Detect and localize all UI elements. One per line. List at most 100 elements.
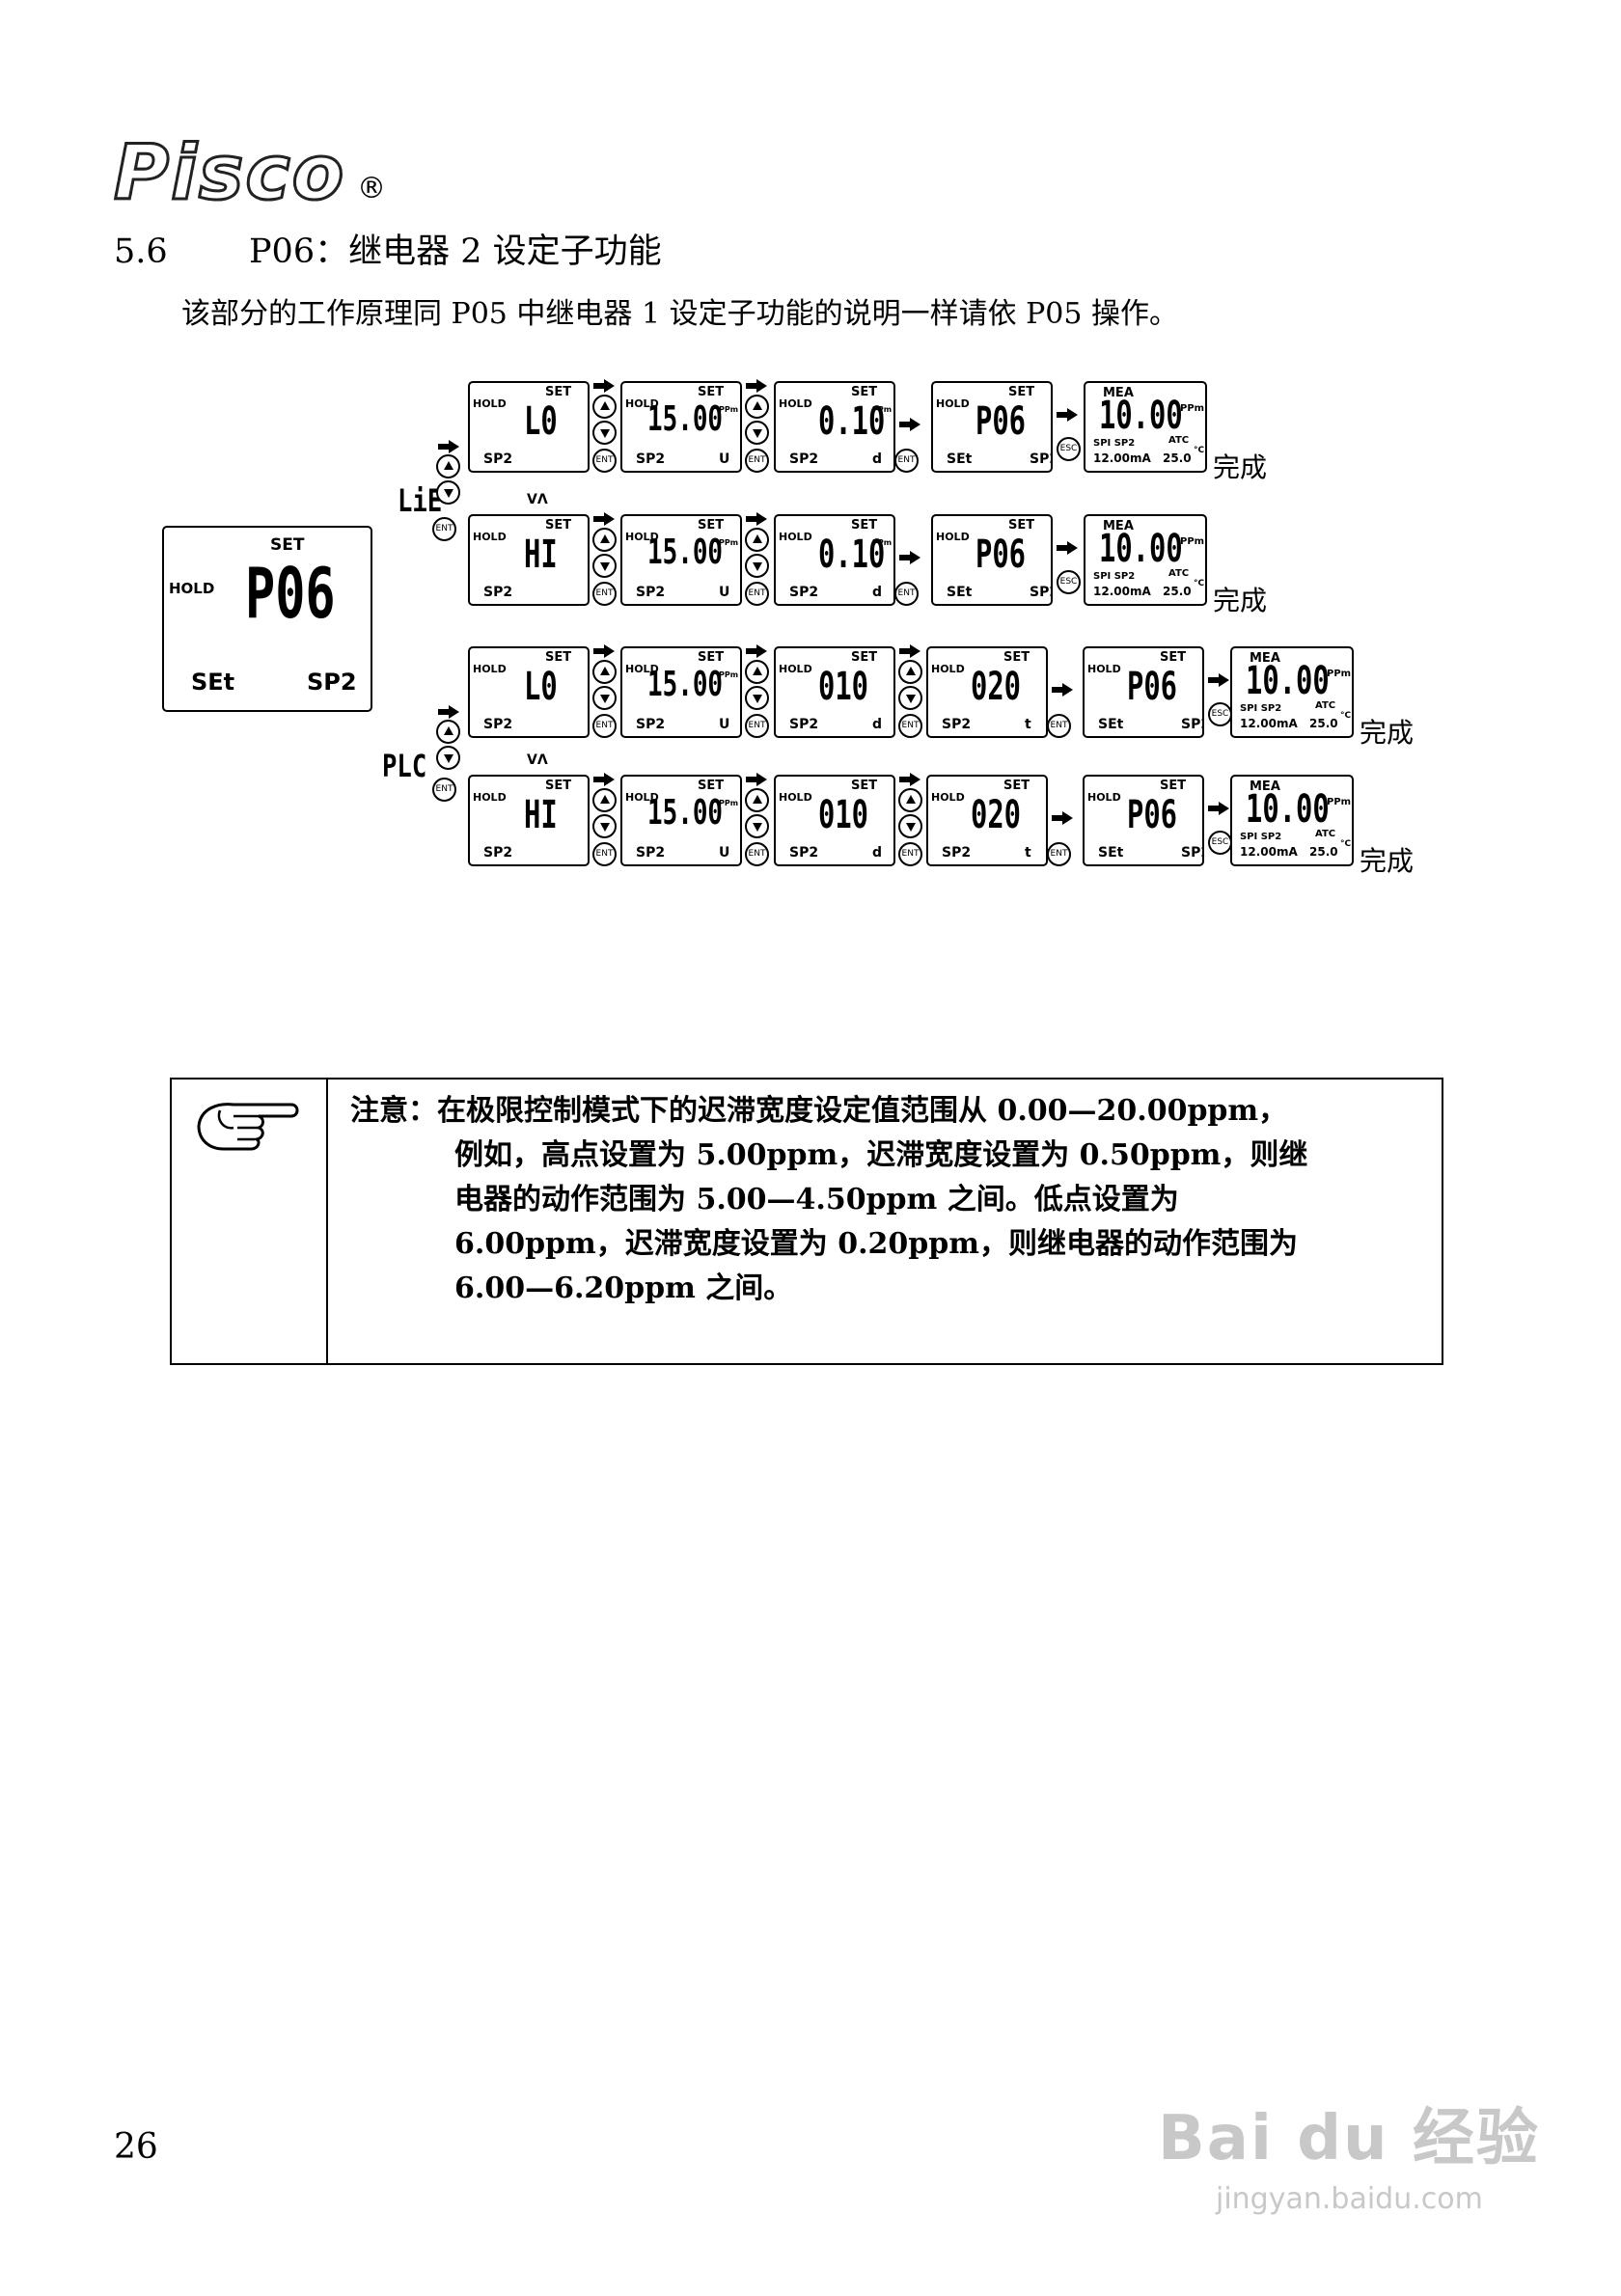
atc-label: ATC xyxy=(1315,829,1336,839)
ent-button: ENT xyxy=(592,582,617,606)
flow-arrow xyxy=(1052,811,1073,825)
lcd-value: 15.00 xyxy=(647,533,724,572)
ent-button: ENT xyxy=(592,714,617,738)
hold-label: HOLD xyxy=(936,397,970,410)
hold-label: HOLD xyxy=(779,531,812,543)
bottom-left-label: SP2 xyxy=(942,845,972,861)
bottom-left-label: SP2 xyxy=(636,845,666,861)
lcd-value: 10.00 xyxy=(1246,787,1330,832)
down-button xyxy=(745,421,769,445)
hold-label: HOLD xyxy=(779,397,812,410)
ent-button: ENT xyxy=(432,517,456,541)
bottom-left-label: SP2 xyxy=(483,845,513,861)
ent-button: ENT xyxy=(1047,842,1071,866)
flow-arrow xyxy=(593,512,615,526)
flow-arrow xyxy=(593,773,615,786)
esc-button: ESC xyxy=(1208,702,1232,726)
lcd-value: HI xyxy=(524,533,558,577)
main-lcd-panel: SET HOLD P06 SEt SP2 xyxy=(162,526,372,712)
mode-label-plc: PLC xyxy=(382,748,427,784)
main-set-label: SET xyxy=(270,535,305,555)
lcd-value: 10.00 xyxy=(1099,527,1183,571)
up-button xyxy=(745,788,769,812)
done-label: 完成 xyxy=(1360,717,1415,749)
hold-label: HOLD xyxy=(625,531,659,543)
ent-button: ENT xyxy=(592,842,617,866)
note-label: 注意： xyxy=(350,1094,437,1128)
up-button xyxy=(592,788,617,812)
down-button xyxy=(436,746,460,770)
hold-label: HOLD xyxy=(625,663,659,675)
up-button xyxy=(436,454,460,478)
bottom-right-label: d xyxy=(872,717,883,732)
set-label: SET xyxy=(545,650,572,665)
flow-arrow xyxy=(593,644,615,658)
flow-arrow xyxy=(746,379,767,393)
ma-label: 12.00mA xyxy=(1093,451,1151,465)
section-title: P06：继电器 2 设定子功能 xyxy=(249,232,662,271)
main-right-label: SP2 xyxy=(307,669,357,696)
unit-label: PPm xyxy=(872,538,893,547)
flow-arrow xyxy=(899,644,920,658)
flow-arrow xyxy=(1208,802,1229,815)
va-label: VΛ xyxy=(527,752,548,768)
temp-unit: °C xyxy=(1194,446,1205,455)
bottom-right-label: d xyxy=(872,845,883,861)
set-label: SET xyxy=(851,650,878,665)
lcd-value: 15.00 xyxy=(647,399,724,439)
up-button xyxy=(592,395,617,419)
ma-label: 12.00mA xyxy=(1093,585,1151,598)
bottom-right-label: d xyxy=(872,451,883,467)
bottom-right-label: U xyxy=(719,717,730,732)
ent-button: ENT xyxy=(745,582,769,606)
temp-unit: °C xyxy=(1340,839,1352,849)
bottom-left-label: SP2 xyxy=(483,451,513,467)
down-button xyxy=(592,814,617,838)
down-button xyxy=(745,554,769,578)
set-label: SET xyxy=(1003,650,1030,665)
set-label: SET xyxy=(1160,650,1187,665)
sp-label: SPI SP2 xyxy=(1240,703,1282,714)
va-label: VΛ xyxy=(527,492,548,507)
sp-label: SPI SP2 xyxy=(1093,571,1136,582)
set-label: SET xyxy=(545,518,572,533)
set-label: SET xyxy=(851,779,878,793)
unit-label: PPm xyxy=(1180,403,1205,414)
lcd-value: 010 xyxy=(818,665,869,709)
down-button xyxy=(592,421,617,445)
pointing-hand-icon xyxy=(197,1103,299,1151)
main-hold-label: HOLD xyxy=(169,580,215,597)
set-label: SET xyxy=(698,779,725,793)
bottom-right-label: d xyxy=(872,585,883,600)
bottom-right-label: SP2 xyxy=(1181,717,1202,732)
note-divider xyxy=(326,1080,328,1363)
lcd-value: 020 xyxy=(971,665,1022,709)
lcd-value: 010 xyxy=(818,793,869,837)
up-button xyxy=(898,660,922,684)
up-button xyxy=(592,528,617,552)
down-button xyxy=(745,686,769,710)
lcd-value: P06 xyxy=(975,399,1027,444)
flow-arrow xyxy=(746,773,767,786)
note-line-4: 6.00ppm，迟滞宽度设置为 0.20ppm，则继电器的动作范围为 xyxy=(454,1227,1298,1261)
bottom-left-label: SEt xyxy=(1098,845,1124,861)
bottom-left-label: SEt xyxy=(1098,717,1124,732)
atc-label: ATC xyxy=(1168,568,1190,579)
lcd-value: 10.00 xyxy=(1099,394,1183,438)
flow-arrow xyxy=(438,440,459,453)
lcd-value: 0.10 xyxy=(818,533,886,577)
up-button xyxy=(592,660,617,684)
esc-button: ESC xyxy=(1057,570,1081,594)
unit-label: PPm xyxy=(1180,536,1205,547)
down-button xyxy=(436,480,460,505)
ma-label: 12.00mA xyxy=(1240,717,1298,730)
down-button xyxy=(898,814,922,838)
ent-button: ENT xyxy=(898,714,922,738)
